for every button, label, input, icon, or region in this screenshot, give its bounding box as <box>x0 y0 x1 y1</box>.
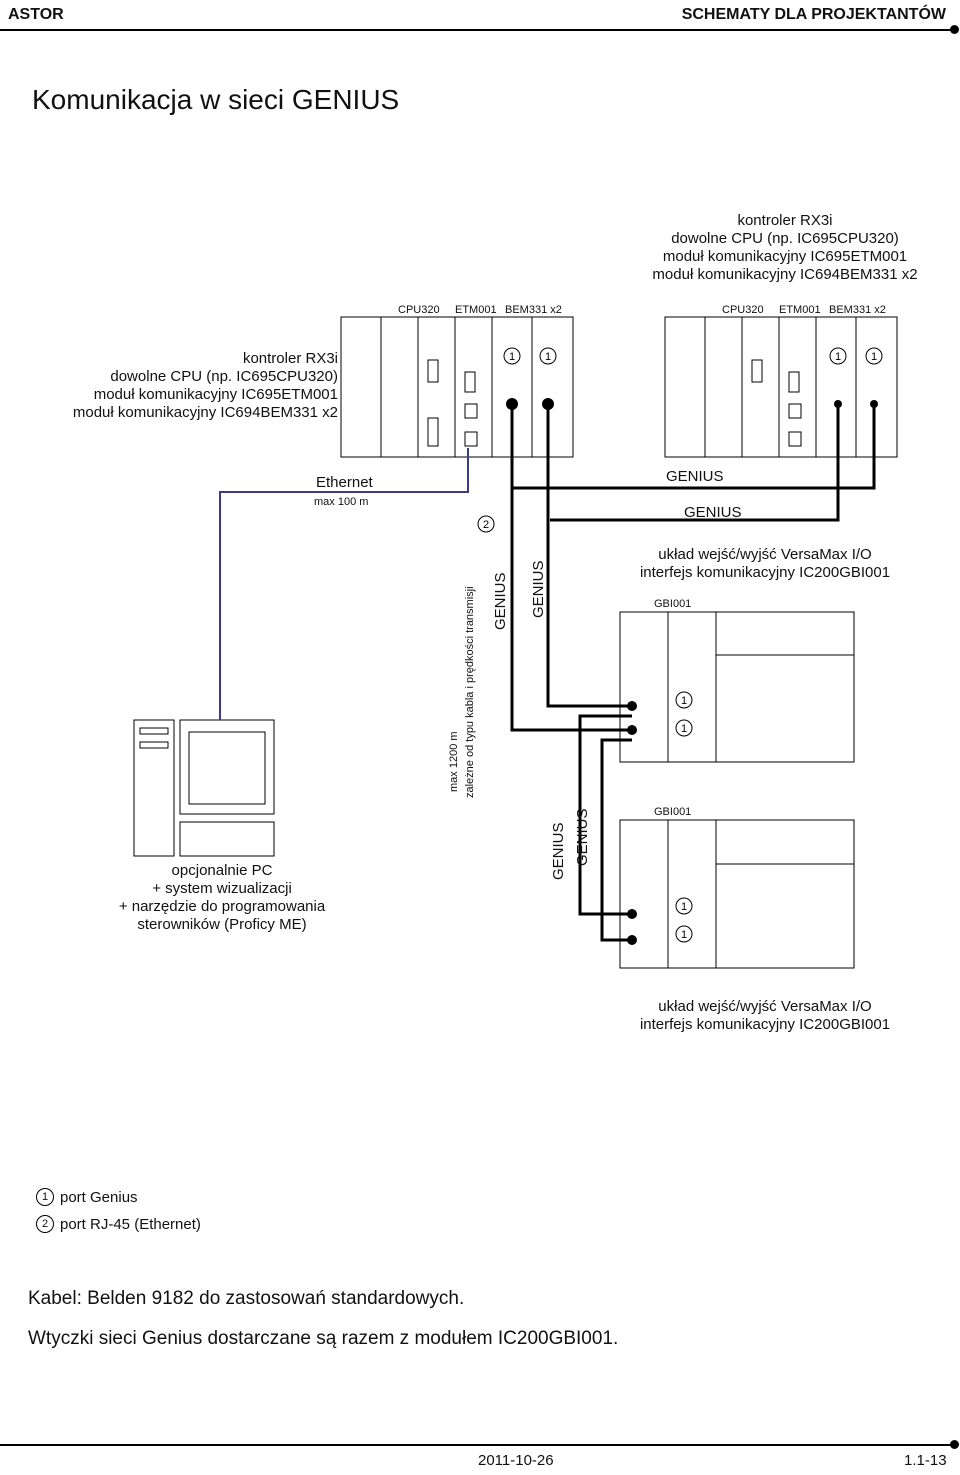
port-1-label: 1 <box>871 351 877 363</box>
header-divider <box>0 29 952 31</box>
right-rack <box>664 316 898 458</box>
pc-drawing <box>133 719 275 857</box>
gbi-label-top: GBI001 <box>654 598 692 610</box>
cable-note: Kabel: Belden 9182 do zastosowań standar… <box>28 1288 465 1309</box>
footer-divider <box>0 1444 952 1446</box>
desc-line: opcjonalnie PC <box>171 862 273 879</box>
left-controller-description: kontroler RX3i dowolne CPU (np. IC695CPU… <box>10 350 338 422</box>
connector-note: Wtyczki sieci Genius dostarczane są raze… <box>28 1328 619 1349</box>
range-line1: max 1200 m <box>448 731 460 792</box>
port-1-label: 1 <box>681 929 687 941</box>
desc-line: moduł komunikacyjny IC694BEM331 x2 <box>652 266 918 283</box>
genius-vertical-2: GENIUS <box>530 560 547 618</box>
desc-line: interfejs komunikacyjny IC200GBI001 <box>639 564 891 581</box>
footer-date: 2011-10-26 <box>478 1452 554 1469</box>
right-controller-description: kontroler RX3i dowolne CPU (np. IC695CPU… <box>620 212 950 284</box>
gbi-bottom-unit <box>619 819 855 969</box>
etm-label-right: ETM001 <box>779 304 821 316</box>
gbi-top-unit <box>619 611 855 763</box>
bem-label-left: BEM331 x2 <box>505 304 562 316</box>
legend-text: port RJ-45 (Ethernet) <box>60 1215 201 1233</box>
port-1-label: 1 <box>545 351 551 363</box>
genius-label-top: GENIUS <box>666 468 724 485</box>
desc-line: dowolne CPU (np. IC695CPU320) <box>671 230 899 247</box>
cpu-label-right: CPU320 <box>722 304 764 316</box>
bem-label-right: BEM331 x2 <box>829 304 886 316</box>
footer-divider-dot <box>950 1440 959 1449</box>
ethernet-cable <box>219 448 469 720</box>
port-1-label: 1 <box>681 723 687 735</box>
legend-number: 2 <box>36 1215 54 1233</box>
desc-line: dowolne CPU (np. IC695CPU320) <box>110 368 338 385</box>
io-top-description: układ wejść/wyjść VersaMax I/O interfejs… <box>620 546 910 582</box>
legend-item: 1 port Genius <box>36 1188 201 1206</box>
genius-vertical-3: GENIUS <box>550 822 567 880</box>
desc-line: + system wizualizacji <box>152 880 292 897</box>
port-1-label: 1 <box>681 695 687 707</box>
port-1-label: 1 <box>509 351 515 363</box>
ethernet-label: Ethernet <box>316 474 373 491</box>
desc-line: moduł komunikacyjny IC695ETM001 <box>662 248 908 265</box>
brand-name: ASTOR <box>8 6 64 23</box>
desc-line: kontroler RX3i <box>242 350 338 367</box>
genius-label-second: GENIUS <box>684 504 742 521</box>
port-2-label: 2 <box>483 519 489 531</box>
legend-text: port Genius <box>60 1188 138 1206</box>
desc-line: + narzędzie do programowania <box>118 898 326 915</box>
desc-line: sterowników (Proficy ME) <box>137 916 307 933</box>
page-title: Komunikacja w sieci GENIUS <box>32 84 400 115</box>
pc-description: opcjonalnie PC + system wizualizacji + n… <box>100 862 344 934</box>
gbi-label-bottom: GBI001 <box>654 806 692 818</box>
section-title: SCHEMATY DLA PROJEKTANTÓW <box>681 6 946 23</box>
genius-vertical-4: GENIUS <box>574 808 591 866</box>
desc-line: układ wejść/wyjść VersaMax I/O <box>658 546 872 563</box>
legend: 1 port Genius 2 port RJ-45 (Ethernet) <box>36 1188 201 1233</box>
port-1-label: 1 <box>835 351 841 363</box>
port-1-label: 1 <box>681 901 687 913</box>
genius-cables <box>510 404 876 942</box>
footer-page: 1.1-13 <box>904 1452 947 1469</box>
header-divider-dot <box>950 25 959 34</box>
left-rack <box>340 316 574 458</box>
io-bottom-description: układ wejść/wyjść VersaMax I/O interfejs… <box>620 998 910 1034</box>
desc-line: moduł komunikacyjny IC695ETM001 <box>93 386 338 403</box>
desc-line: interfejs komunikacyjny IC200GBI001 <box>639 1016 891 1033</box>
range-line2: zależne od typu kabla i prędkości transm… <box>464 586 476 798</box>
desc-line: moduł komunikacyjny IC694BEM331 x2 <box>72 404 338 421</box>
desc-line: kontroler RX3i <box>737 212 833 229</box>
genius-vertical-1: GENIUS <box>492 572 509 630</box>
legend-item: 2 port RJ-45 (Ethernet) <box>36 1215 201 1233</box>
etm-label-left: ETM001 <box>455 304 497 316</box>
legend-number: 1 <box>36 1188 54 1206</box>
ethernet-range: max 100 m <box>314 496 369 508</box>
desc-line: układ wejść/wyjść VersaMax I/O <box>658 998 872 1015</box>
cpu-label-left: CPU320 <box>398 304 440 316</box>
